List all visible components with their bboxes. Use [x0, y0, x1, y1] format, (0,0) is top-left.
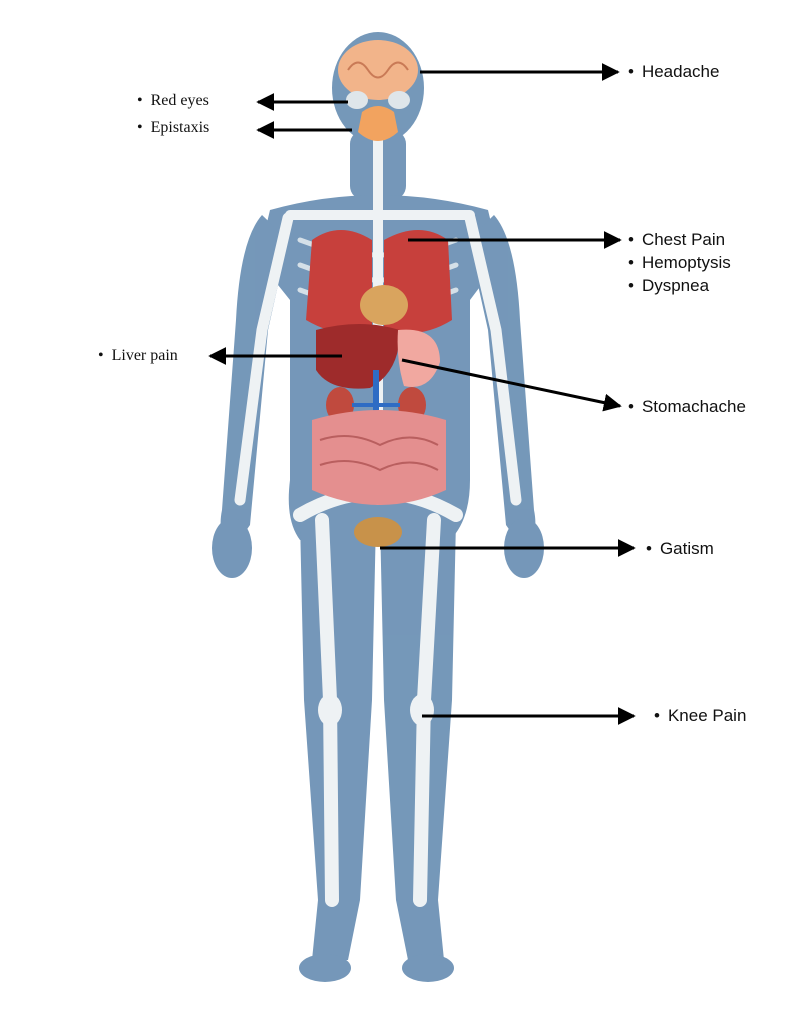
arrow-stomach: [401, 358, 622, 412]
label-knee-pain: •Knee Pain: [654, 706, 747, 725]
label-headache: •Headache: [628, 62, 720, 81]
head-organs: [338, 40, 418, 141]
label-gatism: •Gatism: [646, 539, 714, 558]
label-hemoptysis: •Hemoptysis: [628, 253, 731, 272]
label-red-eyes: •Red eyes: [137, 92, 209, 109]
arrows: [208, 63, 636, 725]
torso-organs: [306, 230, 452, 547]
label-dyspnea: •Dyspnea: [628, 276, 710, 295]
label-stomachache: •Stomachache: [628, 397, 746, 416]
label-liver-pain: •Liver pain: [98, 347, 178, 364]
label-chest-pain: •Chest Pain: [628, 230, 726, 249]
label-epistaxis: •Epistaxis: [137, 119, 210, 136]
